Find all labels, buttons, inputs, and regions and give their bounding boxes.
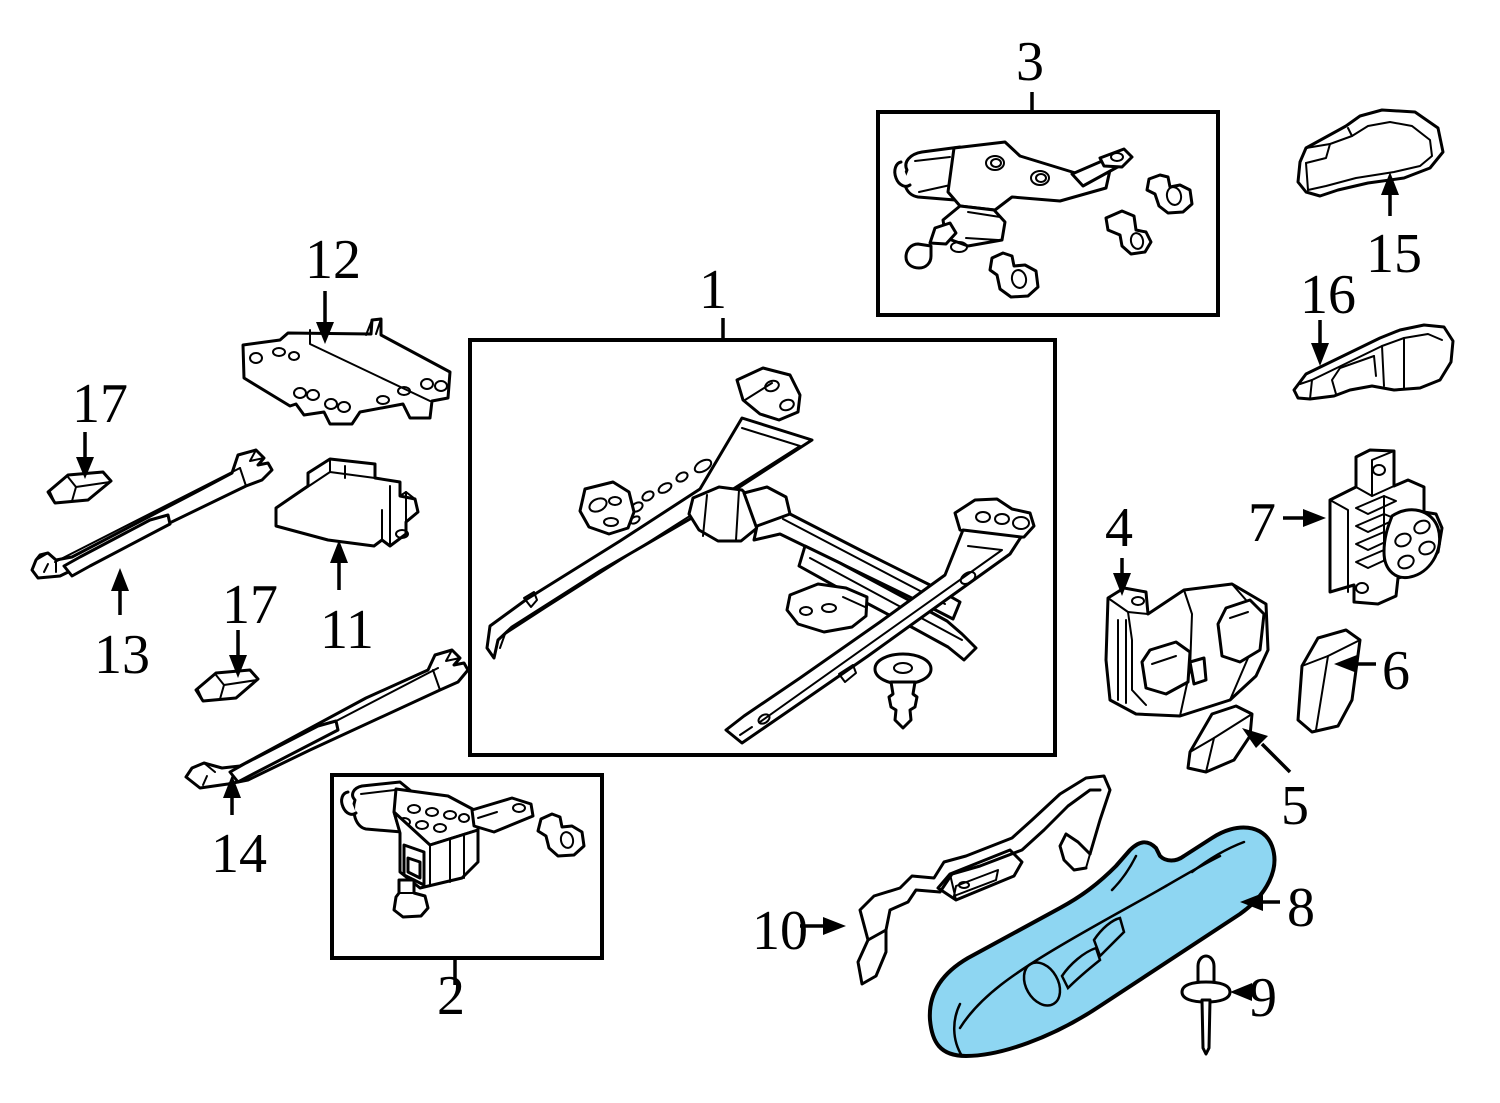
track-bolt [873,652,933,730]
cover-cap-5 [1186,704,1254,774]
seat-adjuster-motor-lower [340,780,586,919]
recliner-motor-box [876,110,1220,317]
callout-label-17-lower: 17 [222,574,278,636]
callout-label-5: 5 [1281,775,1309,837]
track-cover-13 [30,448,274,580]
callout-label-14: 14 [211,823,267,885]
connector-module-7 [1328,448,1444,606]
callout-label-6: 6 [1382,640,1410,702]
callout-label-13: 13 [94,624,150,686]
cover-cap-6 [1296,628,1362,734]
seat-motor-box-lower [330,773,604,960]
seat-track-assembly [485,366,1036,745]
recliner-bolt-b [1104,209,1153,256]
callout-label-10: 10 [752,900,808,962]
callout-label-2: 2 [437,965,465,1027]
wire-clip-10 [856,774,1112,986]
callout-label-4: 4 [1105,497,1133,559]
callout-label-16: 16 [1300,264,1356,326]
motor-bolt-right [536,812,586,858]
trim-finisher-16 [1292,323,1455,401]
recliner-bolt-c [988,251,1040,299]
callout-label-7: 7 [1248,492,1276,554]
seat-recliner-motor [893,140,1194,299]
leader-lines [76,92,1399,1001]
rivet-pin-9 [1180,954,1232,1056]
recliner-bolt-a [1145,173,1194,215]
motor-bolt-lower [392,878,430,919]
seat-side-trim-panel [927,825,1277,1058]
trim-finisher-15 [1296,108,1445,198]
end-cap-17-lower [194,668,260,703]
control-module-11 [274,457,420,548]
end-cap-17-upper [46,470,113,505]
callout-label-12: 12 [305,229,361,291]
seat-track-assembly-box [468,338,1057,757]
callout-label-17-upper: 17 [72,373,128,435]
track-cover-14 [184,648,470,790]
callout-label-15: 15 [1366,223,1422,285]
callout-label-1: 1 [699,259,727,321]
mounting-bracket-12 [241,317,452,426]
callout-label-8: 8 [1287,877,1315,939]
callout-label-11: 11 [320,599,374,661]
callout-label-3: 3 [1016,31,1044,93]
callout-label-9: 9 [1249,967,1277,1029]
seat-switch-module [1104,582,1270,718]
